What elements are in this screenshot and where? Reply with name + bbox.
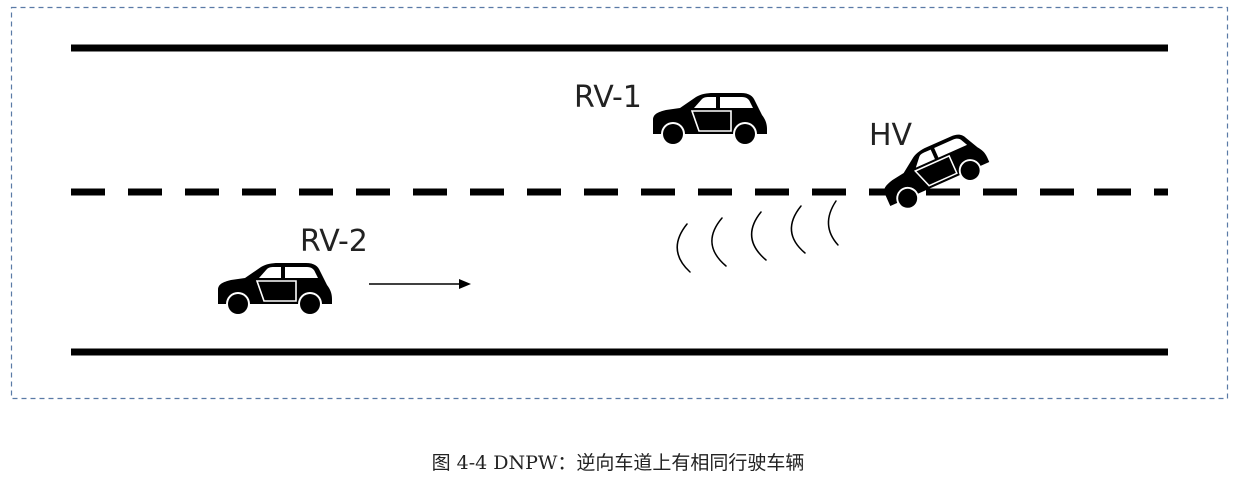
vehicle-hv: HV <box>869 118 995 218</box>
arrow-right-icon <box>369 279 471 289</box>
vehicle-rv2: RV-2 <box>217 224 368 317</box>
vehicle-label-rv1: RV-1 <box>574 80 642 115</box>
diagram-frame <box>10 6 1229 400</box>
car-icon <box>652 92 768 147</box>
wireless-signal-icon <box>676 200 839 273</box>
car-icon <box>217 262 333 317</box>
vehicle-label-rv2: RV-2 <box>300 224 368 259</box>
vehicle-rv1: RV-1 <box>574 80 768 147</box>
figure-caption: 图 4-4 DNPW：逆向车道上有相同行驶车辆 <box>431 452 805 474</box>
dnpw-diagram: RV-1 HV RV-2 <box>10 6 1229 400</box>
vehicle-label-hv: HV <box>869 118 913 153</box>
